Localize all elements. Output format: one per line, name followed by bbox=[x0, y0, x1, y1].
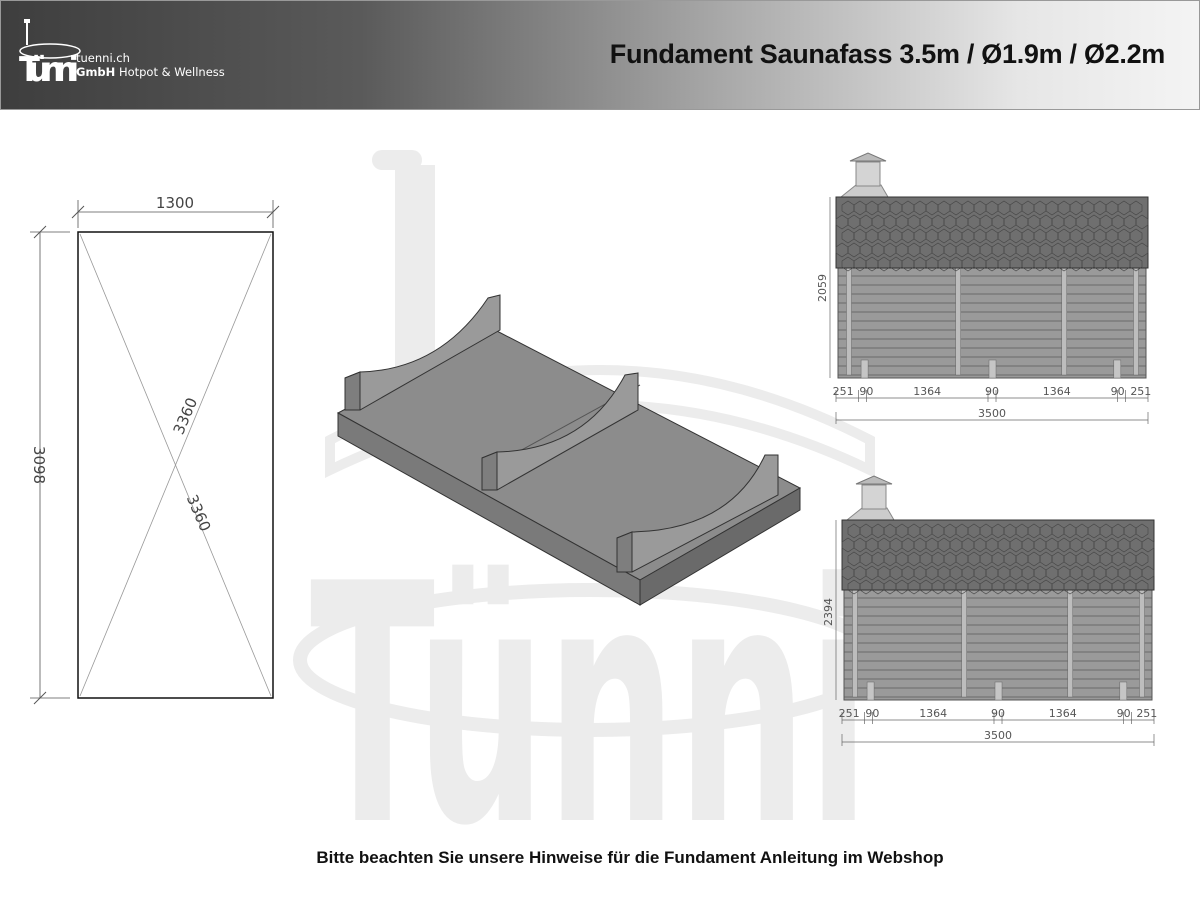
segment-dimension-label: 90 bbox=[991, 707, 1005, 720]
chimney-base bbox=[845, 507, 895, 521]
foundation-plan bbox=[30, 200, 280, 705]
tuenni-logo: Tünni bbox=[19, 19, 81, 89]
wall-post bbox=[846, 267, 852, 376]
chimney-cap bbox=[855, 475, 893, 485]
segment-dimension-label: 251 bbox=[1136, 707, 1157, 720]
wall-post bbox=[1139, 589, 1145, 698]
elevation-1-height-label: 2059 bbox=[816, 274, 829, 302]
roof-shingle bbox=[1129, 228, 1143, 244]
segment-dimension-label: 1364 bbox=[913, 385, 941, 398]
plan-length-label: 3098 bbox=[30, 446, 48, 484]
segment-dimension-label: 90 bbox=[1117, 707, 1131, 720]
foundation-isometric bbox=[336, 294, 802, 606]
wall-post bbox=[852, 589, 858, 698]
plan-width-label: 1300 bbox=[156, 194, 194, 212]
footer-note: Bitte beachten Sie unsere Hinweise für d… bbox=[316, 848, 944, 867]
brand-gmbh: GmbH bbox=[76, 65, 116, 79]
roof bbox=[841, 519, 1155, 591]
roof-shingle bbox=[1129, 256, 1143, 272]
brand-domain: tuenni.ch bbox=[76, 51, 130, 65]
foundation-block bbox=[994, 681, 1003, 701]
page-title: Fundament Saunafass 3.5m / Ø1.9m / Ø2.2m bbox=[609, 39, 1166, 69]
wall-post bbox=[1133, 267, 1139, 376]
watermark-text: Tünni bbox=[310, 514, 870, 898]
brand-tagline: Hotpot & Wellness bbox=[118, 65, 225, 79]
wall-post bbox=[1067, 589, 1074, 698]
segment-dimension-label: 90 bbox=[859, 385, 873, 398]
foundation-block bbox=[1119, 681, 1128, 701]
chimney bbox=[855, 161, 881, 187]
brand-text: tuenni.ch GmbH Hotpot & Wellness bbox=[76, 51, 225, 79]
foundation-block bbox=[1113, 359, 1122, 379]
chimney-cap bbox=[849, 152, 887, 162]
elevation-2-height-label: 2394 bbox=[822, 598, 835, 626]
foundation-block bbox=[860, 359, 869, 379]
total-dimension-label: 3500 bbox=[984, 729, 1012, 742]
segment-dimension-label: 1364 bbox=[919, 707, 947, 720]
segment-dimension-label: 1364 bbox=[1043, 385, 1071, 398]
roof-shingle bbox=[1135, 551, 1149, 567]
roof-shingle bbox=[1135, 242, 1149, 258]
roof-shingle bbox=[1141, 537, 1155, 553]
plan-diagonal-1-label: 3360 bbox=[170, 395, 201, 437]
sauna-elevation-1 bbox=[829, 152, 1149, 379]
segment-dimension-label: 1364 bbox=[1049, 707, 1077, 720]
plan-diagonal-2-label: 3360 bbox=[183, 492, 214, 534]
segment-dimension-label: 251 bbox=[833, 385, 854, 398]
roof-shingle bbox=[1141, 565, 1155, 581]
segment-dimension-label: 90 bbox=[1111, 385, 1125, 398]
wall bbox=[837, 267, 1147, 379]
foundation-block bbox=[988, 359, 997, 379]
roof-shingle bbox=[1135, 214, 1149, 230]
foundation-block bbox=[866, 681, 875, 701]
roof-shingle bbox=[1129, 200, 1143, 216]
segment-dimension-label: 90 bbox=[865, 707, 879, 720]
header-banner: Tünni tuenni.ch GmbH Hotpot & Wellness F… bbox=[0, 0, 1200, 110]
segment-dimension-label: 90 bbox=[985, 385, 999, 398]
segment-dimension-label: 251 bbox=[839, 707, 860, 720]
total-dimension-label: 3500 bbox=[978, 407, 1006, 420]
segment-dimension-label: 251 bbox=[1130, 385, 1151, 398]
roof bbox=[835, 196, 1149, 269]
wall-post bbox=[955, 267, 961, 376]
sauna-elevation-2 bbox=[835, 475, 1155, 701]
roof-shingle bbox=[1135, 523, 1149, 539]
wall-post bbox=[1061, 267, 1068, 376]
svg-text:Tünni: Tünni bbox=[19, 50, 79, 89]
wall-post bbox=[961, 589, 967, 698]
chimney-base bbox=[839, 184, 889, 198]
roof-shingle bbox=[1135, 579, 1149, 595]
chimney bbox=[861, 484, 887, 510]
